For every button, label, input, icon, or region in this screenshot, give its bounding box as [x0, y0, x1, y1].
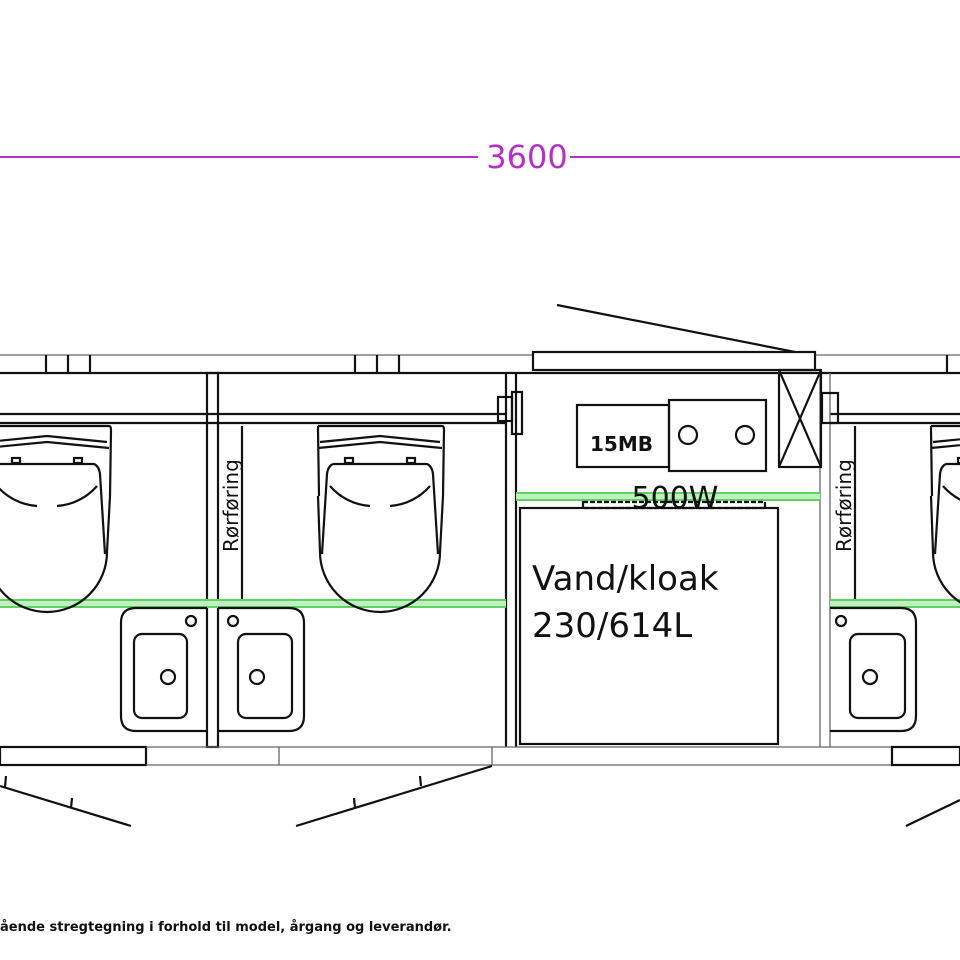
heating-element — [581, 500, 767, 510]
dimension-label: 3600 — [486, 138, 567, 176]
sink-3 — [830, 606, 918, 733]
pipe-runs — [0, 492, 960, 608]
water-tank — [518, 506, 780, 746]
tank-label-2: 230/614L — [532, 606, 692, 646]
pipe-label-right: Rørføring — [832, 459, 856, 552]
top-wall — [0, 303, 960, 425]
heater-power-label: 500W — [632, 481, 719, 516]
technical-room: 15MB 500W Vand/kloak 230/614L — [518, 368, 823, 746]
sink-2 — [218, 606, 306, 733]
toilet-1 — [0, 424, 113, 614]
hotplate — [667, 398, 768, 473]
pipe-label-left: Rørføring — [219, 459, 243, 552]
tank-label-1: Vand/kloak — [532, 559, 719, 599]
toilet-3 — [929, 424, 960, 614]
bottom-wall — [0, 745, 960, 767]
doors — [0, 764, 960, 828]
heater-box-label: 15MB — [590, 432, 653, 456]
toilet-2 — [316, 424, 446, 614]
footer-disclaimer: ående stregtegning i forhold til model, … — [0, 920, 452, 935]
dimension-line: 3600 — [0, 138, 960, 176]
sink-1 — [119, 606, 207, 733]
